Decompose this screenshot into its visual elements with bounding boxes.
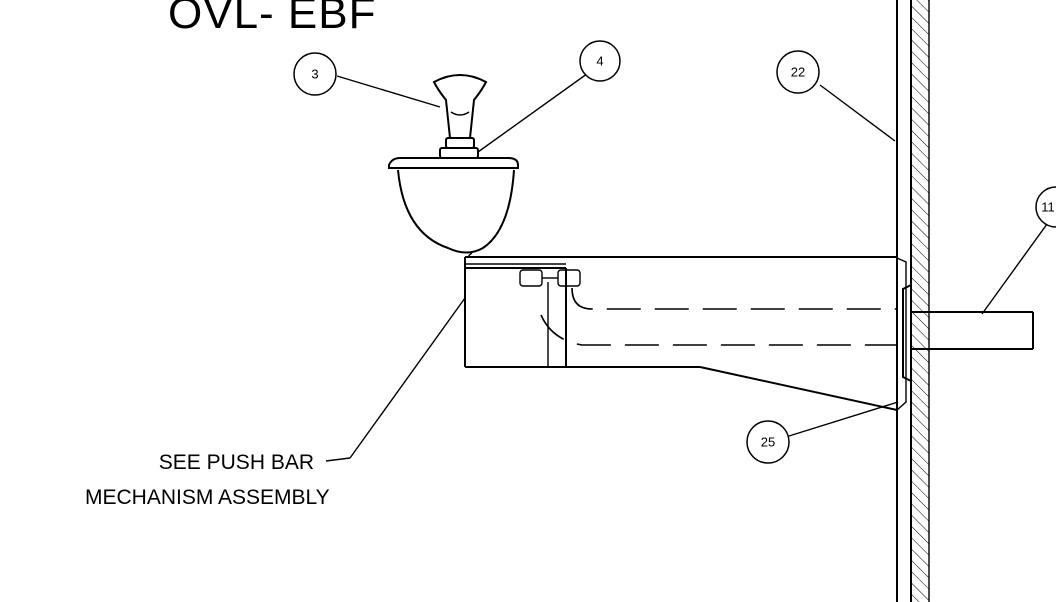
callout-25: 25	[746, 420, 790, 464]
callout-3: 3	[293, 52, 337, 96]
hidden-pipe	[540, 287, 897, 346]
push-button	[432, 74, 488, 159]
callout-4-label: 4	[596, 54, 603, 69]
fountain-housing	[464, 256, 898, 411]
callout-22-label: 22	[791, 65, 805, 80]
mounting-bolts	[519, 269, 581, 287]
push-bar-note: SEE PUSH BAR MECHANISM ASSEMBLY	[85, 451, 330, 509]
callout-11-label: 11	[1041, 200, 1055, 215]
supply-tube	[911, 311, 1034, 350]
note-line-1: SEE PUSH BAR	[159, 451, 314, 474]
fountain-bowl	[388, 157, 519, 258]
note-line-2: MECHANISM ASSEMBLY	[85, 486, 330, 509]
callout-11: 11	[1035, 186, 1056, 228]
drawing-title: OVL- EBF	[168, 0, 377, 38]
wall	[896, 0, 930, 602]
callout-4: 4	[579, 40, 621, 82]
callout-22: 22	[776, 50, 820, 94]
callout-25-label: 25	[761, 435, 775, 450]
callout-3-label: 3	[311, 67, 318, 82]
leader-lines	[325, 70, 1056, 462]
wall-bracket	[896, 257, 912, 411]
